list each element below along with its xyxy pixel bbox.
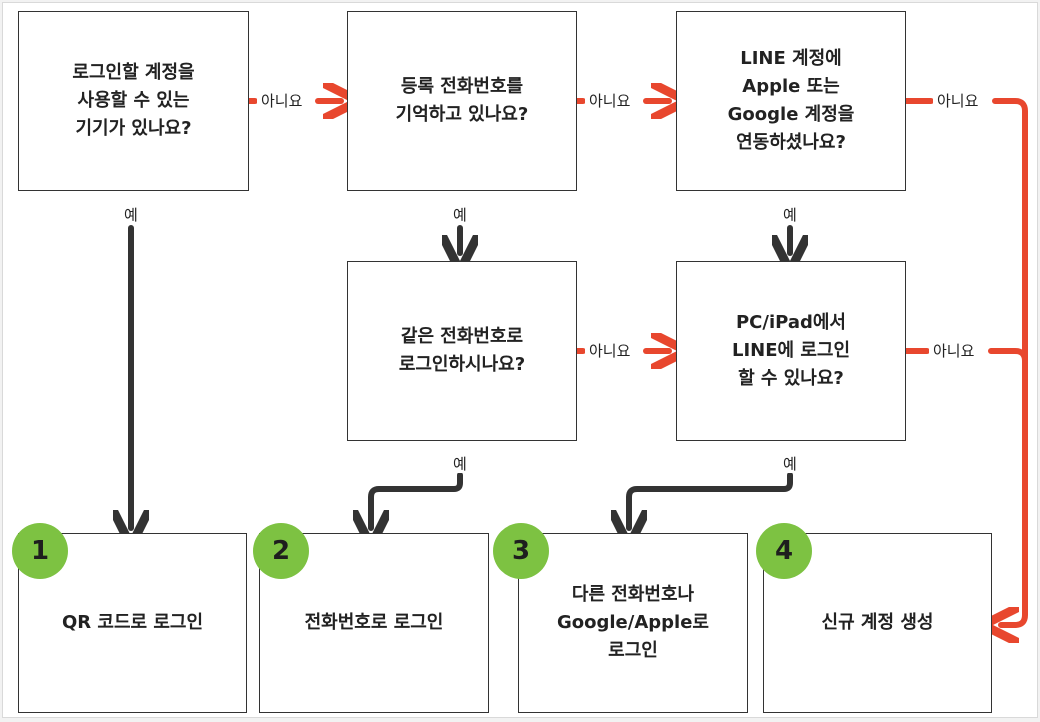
connector-layer	[3, 3, 1028, 718]
question-linked-account: LINE 계정에 Apple 또는 Google 계정을 연동하셨나요?	[676, 11, 906, 191]
arrow-q3-no-line	[995, 98, 1028, 625]
question-device-text: 로그인할 계정을 사용할 수 있는 기기가 있나요?	[72, 62, 195, 139]
badge-1: 1	[12, 523, 68, 579]
question-same-number: 같은 전화번호로 로그인하시나요?	[347, 261, 577, 441]
label-no-q5: 아니요	[929, 342, 979, 360]
outcome-other-login: 다른 전화번호나 Google/Apple로 로그인	[518, 533, 748, 713]
label-yes-q5: 예	[779, 455, 801, 473]
outcome-new-account-text: 신규 계정 생성	[821, 612, 934, 634]
arrow-q4-yes	[371, 472, 463, 528]
arrow-q5-no-line	[988, 348, 1028, 364]
outcome-other-login-text: 다른 전화번호나 Google/Apple로 로그인	[557, 584, 709, 661]
arrow-q5-yes	[629, 472, 793, 528]
label-no-q2: 아니요	[585, 92, 635, 110]
question-pc-ipad-text: PC/iPad에서 LINE에 로그인 할 수 있나요?	[731, 312, 851, 389]
badge-4: 4	[756, 523, 812, 579]
question-phone-number-text: 등록 전화번호를 기억하고 있나요?	[395, 76, 529, 125]
badge-2: 2	[253, 523, 309, 579]
label-yes-q3: 예	[779, 206, 801, 224]
label-no-q4: 아니요	[585, 342, 635, 360]
label-yes-q1: 예	[120, 206, 142, 224]
label-no-q1: 아니요	[257, 92, 307, 110]
question-phone-number: 등록 전화번호를 기억하고 있나요?	[347, 11, 577, 191]
outcome-qr-login-text: QR 코드로 로그인	[61, 612, 204, 634]
label-yes-q4: 예	[449, 455, 471, 473]
label-yes-q2: 예	[449, 206, 471, 224]
outcome-qr-login: QR 코드로 로그인	[18, 533, 247, 713]
question-device: 로그인할 계정을 사용할 수 있는 기기가 있나요?	[18, 11, 249, 191]
outcome-phone-login-text: 전화번호로 로그인	[304, 612, 444, 634]
label-no-q3: 아니요	[933, 92, 983, 110]
question-same-number-text: 같은 전화번호로 로그인하시나요?	[398, 326, 526, 375]
badge-3: 3	[493, 523, 549, 579]
question-linked-account-text: LINE 계정에 Apple 또는 Google 계정을 연동하셨나요?	[727, 48, 855, 153]
question-pc-ipad: PC/iPad에서 LINE에 로그인 할 수 있나요?	[676, 261, 906, 441]
